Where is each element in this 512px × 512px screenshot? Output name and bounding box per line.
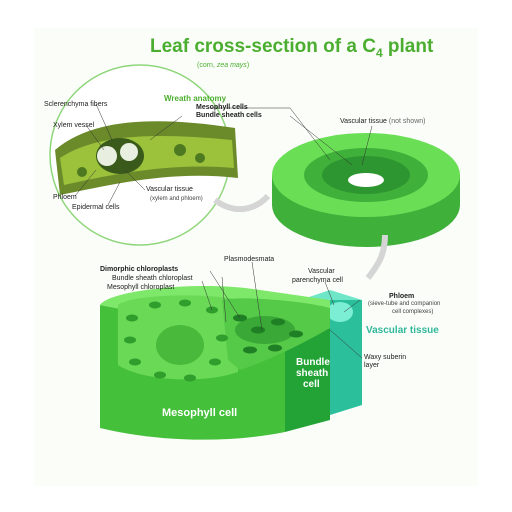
label-xylem-vessel: Xylem vessel: [53, 122, 95, 129]
label-vascular-parenchyma-1: Vascular: [308, 268, 335, 275]
label-dimorphic: Dimorphic chloroplasts: [100, 266, 179, 273]
label-vascular-parenchyma-2: parenchyma cell: [292, 277, 343, 284]
arrow-micrograph-to-ring: [213, 193, 271, 213]
label-bundle-sheath-3: cell: [303, 379, 320, 390]
label-vascular-tissue-left: Vascular tissue: [146, 186, 193, 193]
title-suffix: plant: [382, 36, 434, 57]
label-waxy-1: Waxy suberin: [364, 354, 407, 361]
label-bs-chloroplast: Bundle sheath chloroplast: [112, 275, 193, 282]
label-meso-chloroplast: Mesophyll chloroplast: [107, 284, 175, 291]
label-plasmodesmata: Plasmodesmata: [224, 256, 275, 263]
label-vascular-not-shown-sub: (not shown): [388, 118, 426, 125]
label-wreath-anatomy: Wreath anatomy: [164, 94, 227, 103]
label-sclerenchyma: Sclerenchyma fibers: [44, 101, 108, 108]
label-phloem-right: Phloem: [389, 293, 415, 300]
cell-block: [100, 285, 362, 440]
label-waxy-2: layer: [364, 362, 380, 369]
label-epidermal: Epidermal cells: [72, 204, 120, 211]
wreath-ring: [272, 133, 460, 247]
label-phloem-left: Phloem: [53, 194, 77, 201]
subtitle-suffix: ): [246, 62, 250, 69]
title-subscript: 4: [375, 45, 383, 60]
micrograph-circle: [49, 64, 238, 246]
page-subtitle: (corn, zea mays): [197, 62, 249, 69]
title-main: Leaf cross-section of a C: [150, 36, 376, 57]
label-phloem-right-sub1: (sieve-tube and companion: [368, 301, 441, 307]
label-phloem-right-sub2: cell complexes): [392, 309, 434, 315]
arrow-ring-to-block: [365, 234, 388, 280]
page-title: Leaf cross-section of a C4 plant: [150, 36, 433, 60]
leader-lines: [74, 103, 373, 359]
label-bundle-sheath-cells: Bundle sheath cells: [196, 112, 262, 119]
label-mesophyll-cell: Mesophyll cell: [162, 407, 238, 419]
subtitle-prefix: (corn,: [197, 62, 217, 69]
label-vascular-tissue-left-sub: (xylem and phloem): [150, 196, 203, 202]
label-vascular-not-shown-main: Vascular tissue: [340, 118, 387, 125]
label-bundle-sheath-2: sheath: [296, 368, 329, 379]
mesophyll-chloroplasts: [124, 299, 228, 382]
label-vascular-tissue-right: Vascular tissue: [366, 325, 439, 336]
label-bundle-sheath-1: Bundle: [296, 357, 330, 368]
label-vascular-not-shown: Vascular tissue (not shown): [340, 118, 425, 125]
label-mesophyll-cells: Mesophyll cells: [196, 104, 248, 111]
subtitle-italic: zea mays: [216, 62, 247, 69]
